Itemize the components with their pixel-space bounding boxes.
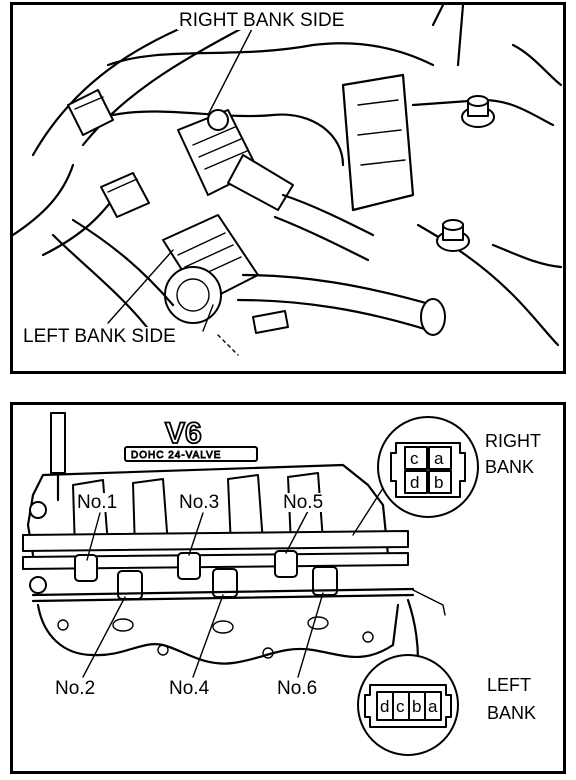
right-bank-connector-diagram: c a d b xyxy=(352,416,479,536)
right-bank-terminal-a: a xyxy=(434,449,444,468)
right-bank-connector-drawing xyxy=(177,109,375,262)
left-bank-connector-drawing xyxy=(162,214,259,324)
left-bank-terminal-d: d xyxy=(380,697,389,716)
left-bank-terminal-b: b xyxy=(412,697,421,716)
left-bank-side-label: LEFT BANK SIDE xyxy=(21,326,178,347)
left-bank-terminal-a: a xyxy=(428,697,438,716)
left-bank-label-line2: BANK xyxy=(487,703,537,723)
top-panel-connector-locations: RIGHT BANK SIDE LEFT BANK SIDE xyxy=(10,2,566,374)
bolt-head-lower xyxy=(436,219,470,252)
right-bank-terminal-d: d xyxy=(410,473,419,492)
left-bank-terminal-c: c xyxy=(396,697,405,716)
injector-no4-label: No.4 xyxy=(167,678,212,699)
svg-text:V6: V6 xyxy=(165,417,202,450)
right-bank-label-line2: BANK xyxy=(485,457,535,477)
bottom-panel-injector-layout: V6 DOHC 24-VALVE xyxy=(10,402,566,774)
injector-no5-label: No.5 xyxy=(281,492,326,513)
injector-no2-label: No.2 xyxy=(53,678,98,699)
right-bank-terminal-c: c xyxy=(410,449,419,468)
svg-text:DOHC 24-VALVE: DOHC 24-VALVE xyxy=(131,450,221,461)
bolt-head-upper xyxy=(461,95,495,128)
injectors-upper-row xyxy=(74,550,298,582)
right-bank-label-line1: RIGHT xyxy=(485,431,541,451)
injector-no6-label: No.6 xyxy=(275,678,320,699)
injector-no3-label: No.3 xyxy=(177,492,222,513)
v6-logo: V6 DOHC 24-VALVE xyxy=(124,416,258,462)
engine-harness-illustration xyxy=(13,5,563,356)
right-bank-terminal-b: b xyxy=(434,473,443,492)
left-bank-label-line1: LEFT xyxy=(487,675,532,695)
injectors-lower-row xyxy=(117,566,338,600)
right-bank-side-label: RIGHT BANK SIDE xyxy=(177,10,347,31)
left-bank-connector-diagram: d c b a xyxy=(357,589,459,756)
injector-no1-label: No.1 xyxy=(75,492,120,513)
intake-manifold-illustration: V6 DOHC 24-VALVE xyxy=(22,412,479,756)
